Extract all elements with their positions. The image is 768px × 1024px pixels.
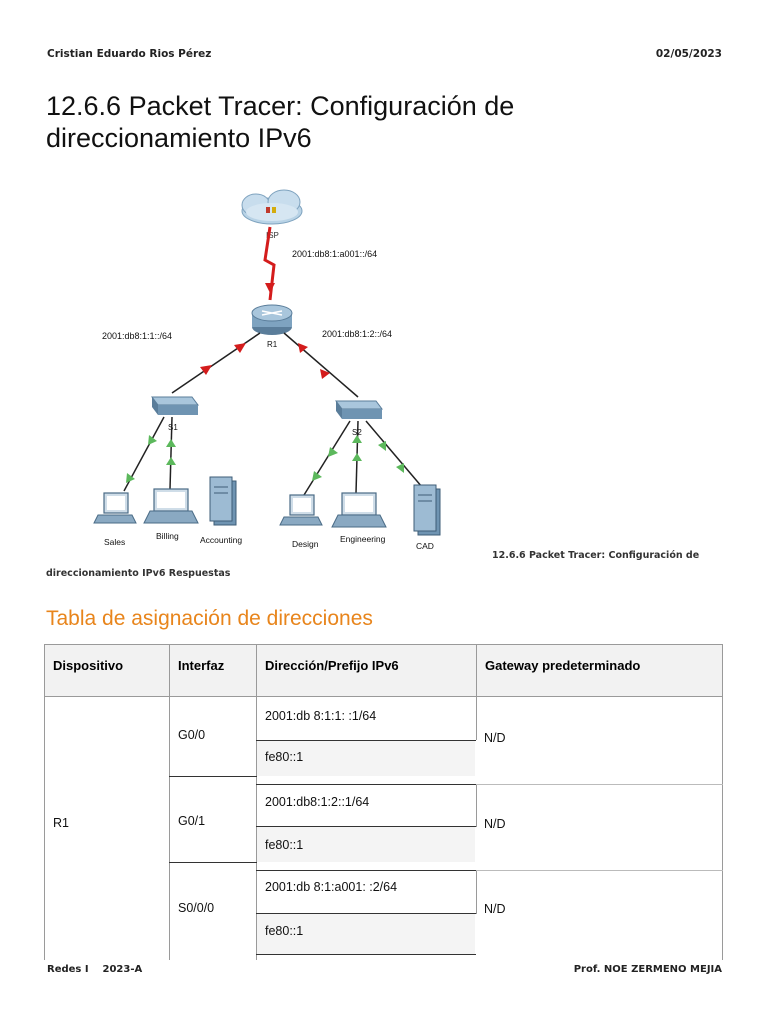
table-cell-gateway: N/D bbox=[484, 731, 506, 745]
address-table: Dispositivo Interfaz Dirección/Prefijo I… bbox=[44, 644, 723, 960]
s1-label: S1 bbox=[168, 423, 178, 432]
s1-billing-link bbox=[169, 416, 173, 490]
link-arrow bbox=[352, 453, 362, 461]
table-cell-link-local: fe80::1 bbox=[265, 924, 304, 938]
r1-s1-link bbox=[171, 332, 261, 394]
table-cell-interface: G0/1 bbox=[178, 814, 206, 828]
link-arrow bbox=[320, 369, 330, 379]
device-label: CAD bbox=[416, 541, 434, 551]
device-label: Engineering bbox=[340, 534, 386, 544]
link-arrow bbox=[126, 473, 135, 483]
router-icon bbox=[251, 304, 293, 335]
figure-caption-line2: direccionamiento IPv6 Respuestas bbox=[46, 568, 231, 579]
pc-icon bbox=[93, 492, 137, 524]
serial-link-line bbox=[263, 226, 276, 301]
table-cell-interface: S0/0/0 bbox=[178, 901, 215, 915]
link-arrow bbox=[148, 435, 157, 445]
device-label: Billing bbox=[156, 531, 179, 541]
table-header-cell: Interfaz bbox=[170, 645, 257, 698]
link-arrow bbox=[328, 447, 338, 457]
left-link-label: 2001:db8:1:1::/64 bbox=[102, 331, 172, 341]
document-date: 02/05/2023 bbox=[655, 48, 722, 60]
device-label: Accounting bbox=[200, 535, 242, 545]
link-arrow bbox=[166, 457, 176, 465]
server-icon bbox=[413, 484, 441, 536]
table-cell-device: R1 bbox=[53, 816, 69, 830]
r1-s2-link bbox=[283, 332, 359, 398]
isp-label: ISP bbox=[266, 231, 279, 240]
table-header-cell: Dirección/Prefijo IPv6 bbox=[257, 645, 477, 698]
link-arrow bbox=[265, 283, 275, 293]
link-arrow bbox=[166, 439, 176, 447]
link-arrow bbox=[396, 463, 404, 473]
author-name: Cristian Eduardo Rios Pérez bbox=[47, 48, 212, 60]
isp-link-label: 2001:db8:1:a001::/64 bbox=[292, 249, 377, 259]
table-cell-address: 2001:db 8:1:a001: :2/64 bbox=[265, 880, 398, 894]
router-label: R1 bbox=[267, 340, 278, 349]
course-term: 2023-A bbox=[102, 964, 143, 975]
footer-professor: Prof. NOE ZERMENO MEJIA bbox=[573, 964, 722, 975]
link-arrow bbox=[298, 343, 308, 353]
s2-design-link bbox=[303, 420, 351, 496]
s2-cad-link bbox=[365, 420, 423, 488]
switch-icon bbox=[335, 400, 383, 419]
server-icon bbox=[209, 476, 237, 526]
figure-caption-line1: 12.6.6 Packet Tracer: Configuración de bbox=[492, 550, 700, 561]
isp-cloud-icon bbox=[241, 189, 303, 225]
table-cell-gateway: N/D bbox=[484, 817, 506, 831]
footer-course: Redes I 2023-A bbox=[47, 964, 142, 975]
link-arrow bbox=[234, 343, 246, 353]
table-cell-interface: G0/0 bbox=[178, 728, 206, 742]
laptop-icon bbox=[331, 492, 387, 528]
link-arrow bbox=[378, 441, 386, 451]
table-header-cell: Dispositivo bbox=[45, 645, 170, 698]
device-label: Sales bbox=[104, 537, 125, 547]
table-cell-link-local: fe80::1 bbox=[265, 750, 304, 764]
device-label: Design bbox=[292, 539, 319, 549]
laptop-icon bbox=[143, 488, 199, 524]
course-name: Redes I bbox=[47, 964, 89, 975]
link-arrow bbox=[352, 435, 362, 443]
switch-icon bbox=[151, 396, 199, 415]
section-title: Tabla de asignación de direcciones bbox=[46, 607, 373, 630]
page-title: 12.6.6 Packet Tracer: Configuración de d… bbox=[46, 91, 515, 153]
table-cell-address: 2001:db 8:1:1: :1/64 bbox=[265, 709, 377, 723]
link-arrow bbox=[312, 471, 322, 481]
table-header-cell: Gateway predeterminado bbox=[485, 658, 641, 673]
link-arrow bbox=[200, 365, 212, 375]
network-topology-diagram: ISP 2001:db8:1:a001::/64 R1 2001:db8:1:1… bbox=[60, 165, 500, 555]
table-cell-gateway: N/D bbox=[484, 902, 506, 916]
right-link-label: 2001:db8:1:2::/64 bbox=[322, 329, 392, 339]
table-cell-address: 2001:db8:1:2::1/64 bbox=[265, 795, 370, 809]
table-header-row: Dispositivo Interfaz Dirección/Prefijo I… bbox=[44, 644, 723, 698]
table-cell-link-local: fe80::1 bbox=[265, 838, 304, 852]
pc-icon bbox=[279, 494, 323, 526]
